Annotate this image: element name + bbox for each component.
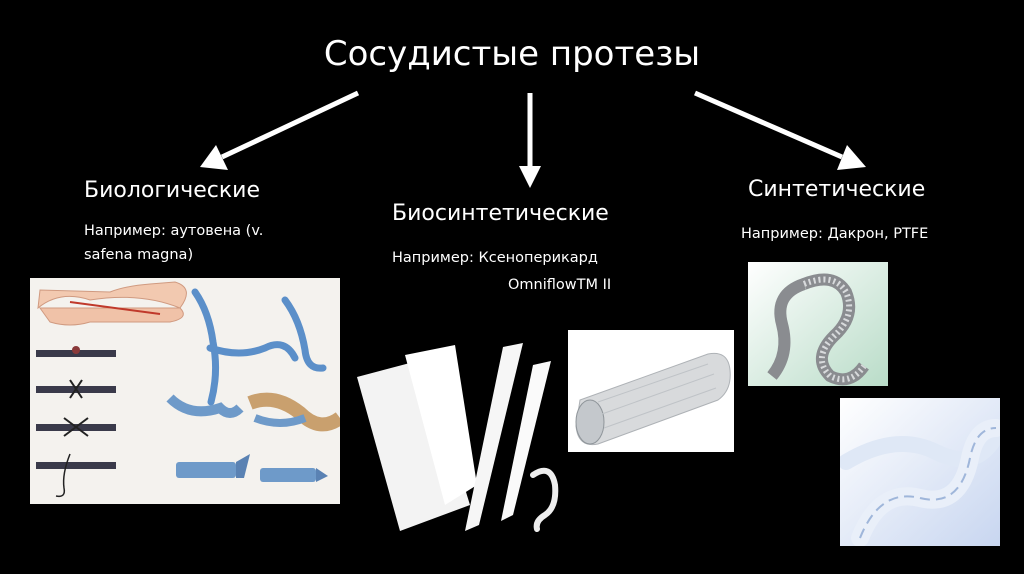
example-biological-line2: safena magna)	[84, 247, 194, 263]
example-biosynthetic-line1: Например: Ксеноперикард	[392, 250, 598, 266]
arrow-left	[200, 90, 360, 170]
example-synthetic: Например: Дакрон, PTFE	[741, 222, 928, 246]
omniflow-tube-image	[568, 330, 734, 452]
arrow-center	[519, 93, 541, 188]
vein-graft-illustration	[30, 278, 340, 504]
example-biosynthetic: Например: Ксеноперикард OmniflowTM II	[392, 246, 611, 297]
category-synthetic: Синтетические	[748, 177, 926, 202]
example-biological: Например: аутовена (v. safena magna)	[84, 219, 263, 267]
example-biosynthetic-line2: OmniflowTM II	[508, 277, 612, 293]
slide-title: Сосудистые протезы	[323, 34, 701, 74]
example-synthetic-line1: Например: Дакрон, PTFE	[741, 226, 929, 242]
ptfe-graft-image	[840, 398, 1000, 546]
dacron-graft-image	[748, 262, 888, 386]
example-biological-line1: Например: аутовена (v.	[84, 223, 264, 239]
xenopericardium-sheets	[357, 343, 559, 532]
category-biological: Биологические	[84, 178, 260, 203]
category-biosynthetic: Биосинтетические	[392, 201, 609, 226]
arrow-right	[694, 90, 866, 170]
